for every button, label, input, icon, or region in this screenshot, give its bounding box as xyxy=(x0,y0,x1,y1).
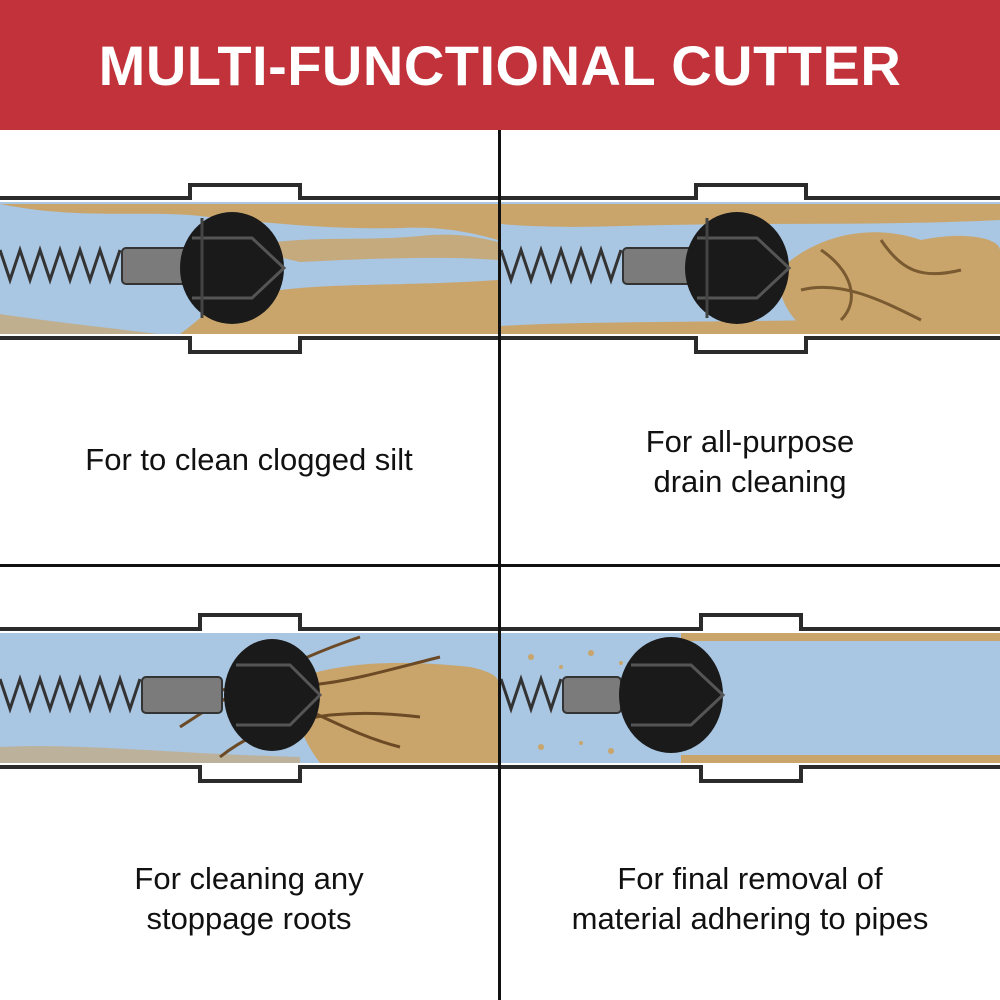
caption-residue-line1: For final removal of xyxy=(617,861,883,896)
caption-residue-line2: material adhering to pipes xyxy=(571,901,929,936)
page-title: MULTI-FUNCTIONAL CUTTER xyxy=(98,33,902,97)
caption-silt-line1: For to clean clogged silt xyxy=(85,442,413,477)
caption-roots-line1: For cleaning any xyxy=(134,861,364,896)
cutter-head xyxy=(180,212,287,324)
cutter-head xyxy=(685,212,792,324)
header-banner: MULTI-FUNCTIONAL CUTTER xyxy=(0,0,1000,130)
caption-drain-line2: drain cleaning xyxy=(653,464,847,499)
horizontal-divider xyxy=(0,564,1000,567)
cutter-head xyxy=(619,637,726,753)
drain-spring xyxy=(0,245,122,285)
panel-silt: For to clean clogged silt xyxy=(0,130,498,564)
panel-residue: For final removal of material adhering t… xyxy=(501,567,1000,1000)
caption-roots-line2: stoppage roots xyxy=(146,901,352,936)
caption-drain-line1: For all-purpose xyxy=(645,424,855,459)
panel-grid: For to clean clogged silt For all-purpos… xyxy=(0,130,1000,1000)
pipe-illustration-roots xyxy=(0,613,498,783)
panel-roots: For cleaning any stoppage roots xyxy=(0,567,498,1000)
pipe-illustration-silt xyxy=(0,183,498,354)
pipe-illustration-residue xyxy=(501,613,1000,783)
panel-drain: For all-purpose drain cleaning xyxy=(501,130,1000,564)
cutter-head xyxy=(224,639,323,751)
pipe-illustration-drain xyxy=(501,183,1000,354)
